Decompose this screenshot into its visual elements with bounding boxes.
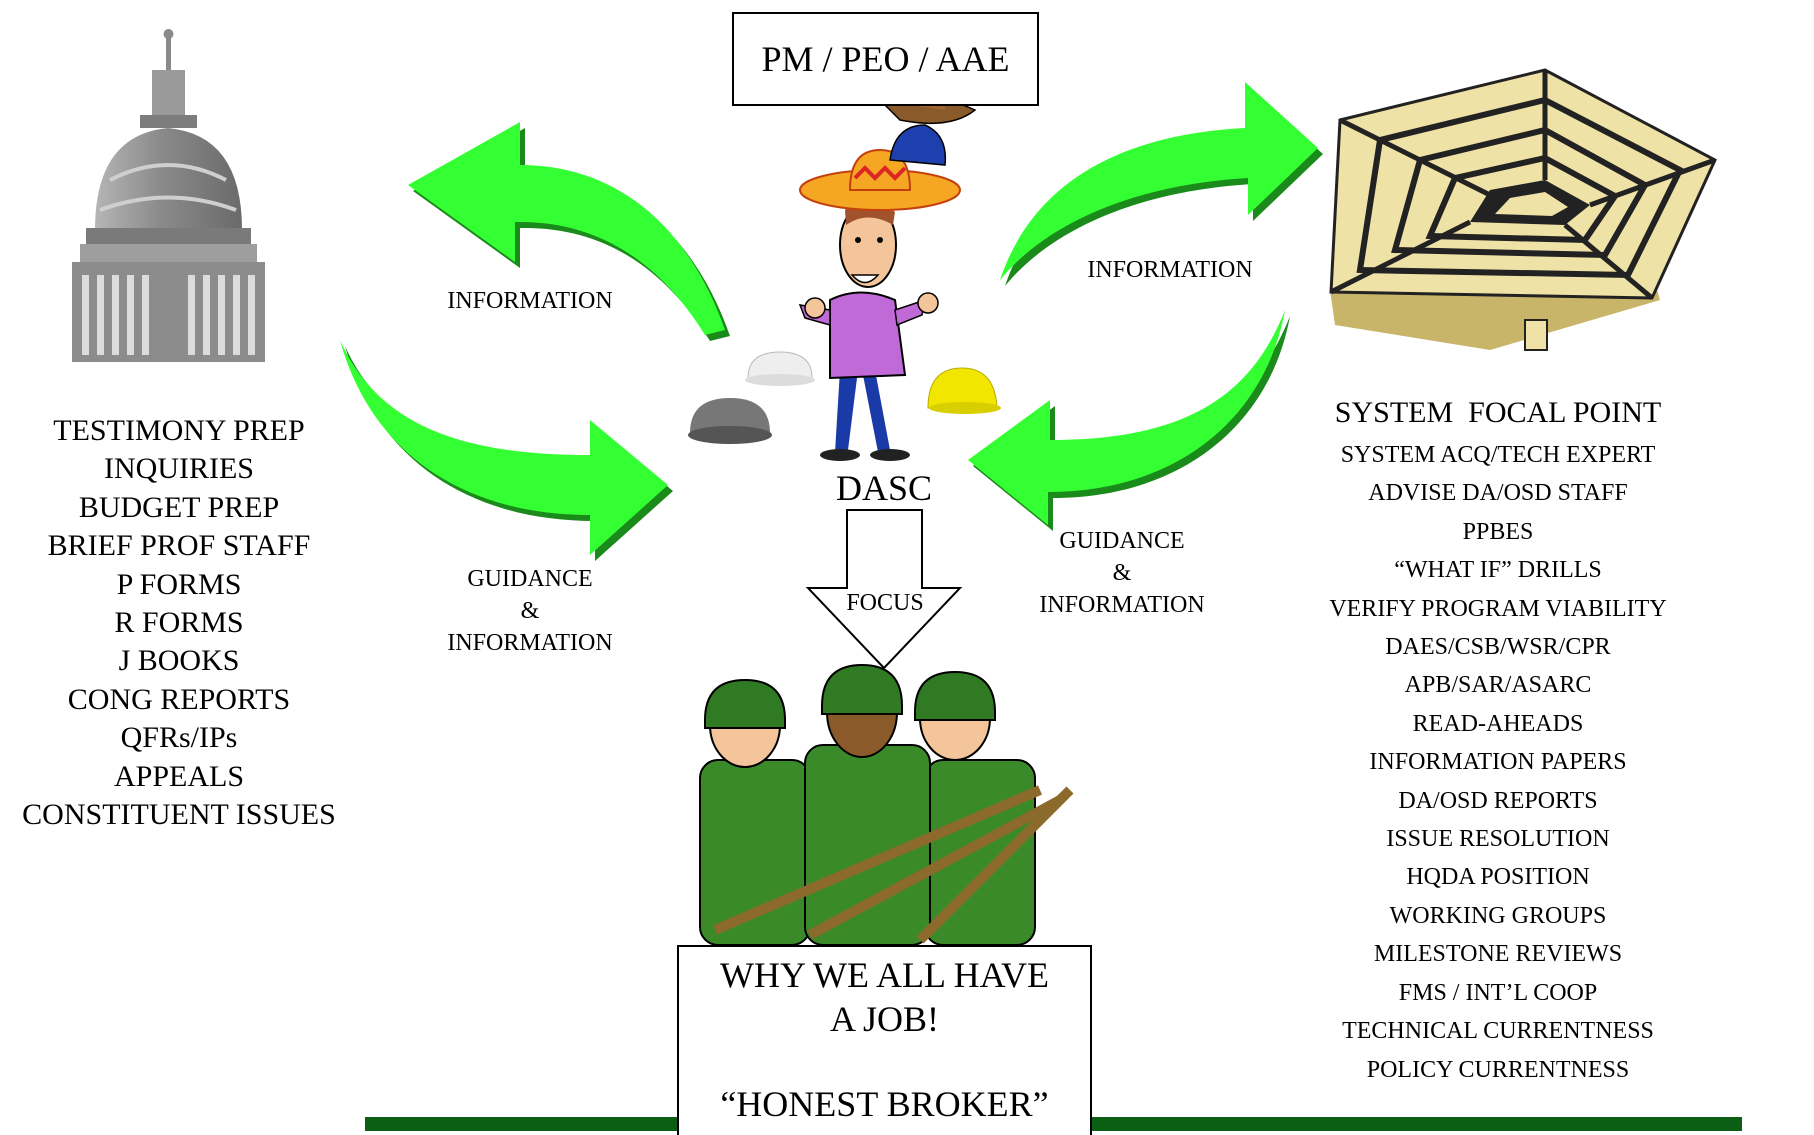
list-item: QFRs/IPs bbox=[120, 721, 238, 755]
right-list: SYSTEM ACQ/TECH EXPERT ADVISE DA/OSD STA… bbox=[1298, 436, 1698, 1089]
list-item: VERIFY PROGRAM VIABILITY bbox=[1329, 595, 1667, 622]
top-box-label: PM / PEO / AAE bbox=[761, 39, 1010, 79]
list-item: ISSUE RESOLUTION bbox=[1386, 826, 1610, 853]
list-item: SYSTEM ACQ/TECH EXPERT bbox=[1340, 442, 1656, 468]
label-lower-left-line2: & bbox=[520, 598, 540, 624]
pentagon-icon bbox=[1329, 68, 1717, 351]
list-item: POLICY CURRENTNESS bbox=[1366, 1056, 1630, 1083]
label-lower-right: GUIDANCE & INFORMATION bbox=[972, 525, 1272, 621]
list-item: R FORMS bbox=[114, 606, 244, 640]
list-item: BUDGET PREP bbox=[78, 490, 280, 524]
label-upper-left: INFORMATION bbox=[447, 288, 613, 314]
list-item: DA/OSD REPORTS bbox=[1398, 787, 1598, 814]
list-item: APPEALS bbox=[113, 759, 245, 793]
person-with-hats-icon bbox=[688, 91, 1001, 461]
list-item: J BOOKS bbox=[118, 644, 240, 678]
arrow-upper-left bbox=[408, 122, 730, 341]
list-item: CONG REPORTS bbox=[67, 682, 291, 716]
list-item: WORKING GROUPS bbox=[1389, 902, 1607, 929]
focus-arrow bbox=[805, 509, 963, 670]
list-item: INQUIRIES bbox=[104, 452, 254, 486]
top-box: PM / PEO / AAE bbox=[732, 12, 1039, 106]
label-lower-right-line3: INFORMATION bbox=[1039, 592, 1205, 618]
arrow-lower-right bbox=[968, 310, 1290, 531]
list-item: P FORMS bbox=[116, 567, 242, 601]
list-item: CONSTITUENT ISSUES bbox=[22, 798, 336, 832]
list-item: PPBES bbox=[1462, 518, 1534, 545]
label-lower-left-line1: GUIDANCE bbox=[467, 566, 593, 592]
list-item: READ-AHEADS bbox=[1412, 710, 1584, 737]
left-list: TESTIMONY PREP INQUIRIES BUDGET PREP BRI… bbox=[0, 412, 358, 834]
arrow-upper-right bbox=[1000, 82, 1323, 286]
bottom-box-line3: “HONEST BROKER” bbox=[720, 1084, 1049, 1124]
arrow-lower-left bbox=[340, 340, 673, 561]
list-item: APB/SAR/ASARC bbox=[1404, 672, 1592, 699]
soldiers-icon bbox=[699, 663, 1074, 946]
right-heading: SYSTEM FOCAL POINT bbox=[1334, 396, 1662, 429]
list-item: ADVISE DA/OSD STAFF bbox=[1368, 480, 1628, 507]
list-item: HQDA POSITION bbox=[1406, 864, 1590, 891]
bottom-box: WHY WE ALL HAVE A JOB! “HONEST BROKER” bbox=[677, 945, 1092, 1135]
capitol-icon bbox=[72, 29, 265, 362]
label-lower-left-line3: INFORMATION bbox=[447, 630, 613, 656]
list-item: INFORMATION PAPERS bbox=[1369, 749, 1627, 776]
label-upper-right: INFORMATION bbox=[1087, 257, 1253, 283]
list-item: TECHNICAL CURRENTNESS bbox=[1342, 1018, 1654, 1045]
label-lower-right-line1: GUIDANCE bbox=[1059, 528, 1185, 554]
bottom-box-line2: A JOB! bbox=[829, 999, 940, 1039]
list-item: DAES/CSB/WSR/CPR bbox=[1385, 634, 1611, 661]
center-label: DASC bbox=[835, 468, 933, 508]
focus-label: FOCUS bbox=[846, 590, 924, 616]
label-lower-left: GUIDANCE & INFORMATION bbox=[380, 563, 680, 659]
list-item: MILESTONE REVIEWS bbox=[1373, 941, 1623, 968]
bottom-box-line1: WHY WE ALL HAVE bbox=[720, 955, 1049, 995]
hat-icon bbox=[688, 351, 1001, 444]
list-item: TESTIMONY PREP bbox=[53, 414, 305, 447]
list-item: BRIEF PROF STAFF bbox=[47, 529, 311, 563]
label-lower-right-line2: & bbox=[1112, 560, 1132, 586]
list-item: “WHAT IF” DRILLS bbox=[1394, 557, 1602, 584]
list-item: FMS / INT’L COOP bbox=[1398, 979, 1598, 1006]
